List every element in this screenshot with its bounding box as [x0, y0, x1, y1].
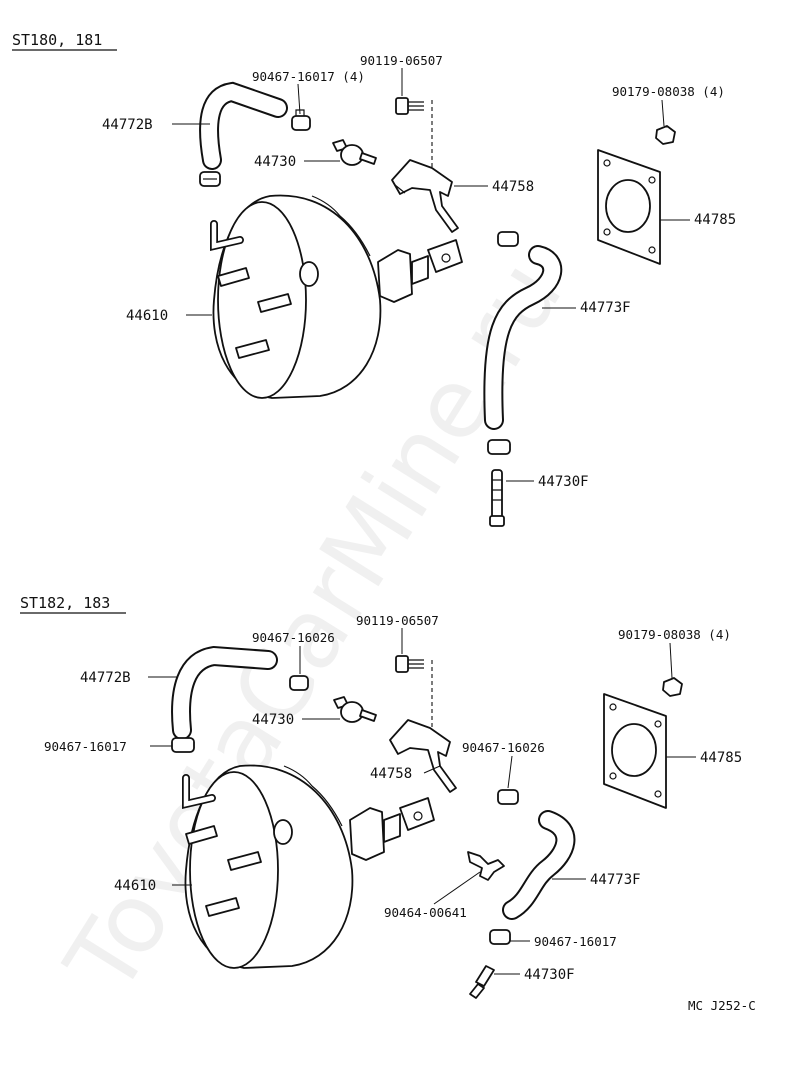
hose-clamp [289, 675, 309, 691]
leader-line [661, 99, 665, 127]
leader-line [669, 642, 673, 679]
leader-line [507, 755, 513, 789]
hose-clamp [497, 789, 519, 805]
part-label-90467-16017: 90467-16017 [534, 934, 617, 949]
brake-booster [210, 194, 463, 399]
leader-line [297, 83, 301, 115]
section-title: ST180, 181 [12, 31, 102, 49]
figure-code: MC J252-C [688, 998, 756, 1013]
part-label-90467-16026: 90467-16026 [252, 630, 335, 645]
brake-booster [182, 764, 435, 969]
part-label-90179-08038: 90179-08038 (4) [612, 84, 725, 99]
part-label-44772b: 44772B [102, 117, 153, 133]
part-label-90467-16017: 90467-16017 [44, 739, 127, 754]
hose-clamp [497, 231, 519, 247]
part-label-90119-06507: 90119-06507 [356, 613, 439, 628]
section-st180-181: ST180, 181 [12, 31, 736, 527]
part-label-44773f: 44773F [580, 300, 631, 316]
hose-clamp [487, 439, 511, 455]
leader-line [423, 765, 441, 774]
part-label-90464-00641: 90464-00641 [384, 905, 467, 920]
part-label-44730: 44730 [254, 154, 296, 170]
section-st182-183: ST182, 183 [20, 594, 742, 999]
nut [655, 125, 676, 145]
hose-clamp [171, 737, 195, 753]
nut [662, 677, 683, 697]
three-way-connector [467, 851, 505, 881]
part-label-44610: 44610 [114, 878, 156, 894]
part-label-90179-08038: 90179-08038 (4) [618, 627, 731, 642]
vacuum-hose-44772b [199, 81, 288, 170]
vacuum-hose-44773f [502, 810, 576, 920]
part-label-44785: 44785 [694, 212, 736, 228]
part-label-44785: 44785 [700, 750, 742, 766]
part-label-44772b: 44772B [80, 670, 131, 686]
booster-bracket [389, 719, 457, 793]
gasket-plate [597, 149, 661, 265]
section-title: ST182, 183 [20, 594, 110, 612]
hose-clamp [291, 109, 311, 131]
gasket-plate [603, 693, 667, 809]
part-label-44758: 44758 [370, 766, 412, 782]
part-label-44730: 44730 [252, 712, 294, 728]
hose-clamp [199, 171, 221, 187]
bolt [395, 655, 424, 673]
part-label-44610: 44610 [126, 308, 168, 324]
check-valve [332, 139, 377, 166]
part-label-44758: 44758 [492, 179, 534, 195]
union-fitting [469, 965, 495, 999]
part-label-90467-16017: 90467-16017 (4) [252, 69, 365, 84]
part-label-44773f: 44773F [590, 872, 641, 888]
part-label-44730f: 44730F [524, 967, 575, 983]
leader-line [433, 871, 481, 905]
check-valve [333, 696, 377, 723]
part-label-44730f: 44730F [538, 474, 589, 490]
booster-bracket [391, 159, 459, 233]
hose-clamp [489, 929, 511, 945]
bolt [395, 97, 424, 115]
union-fitting [489, 469, 505, 527]
vacuum-hose-44773f [483, 245, 563, 430]
part-label-90119-06507: 90119-06507 [360, 53, 443, 68]
part-label-90467-16026: 90467-16026 [462, 740, 545, 755]
vacuum-hose-44772b [171, 645, 278, 740]
